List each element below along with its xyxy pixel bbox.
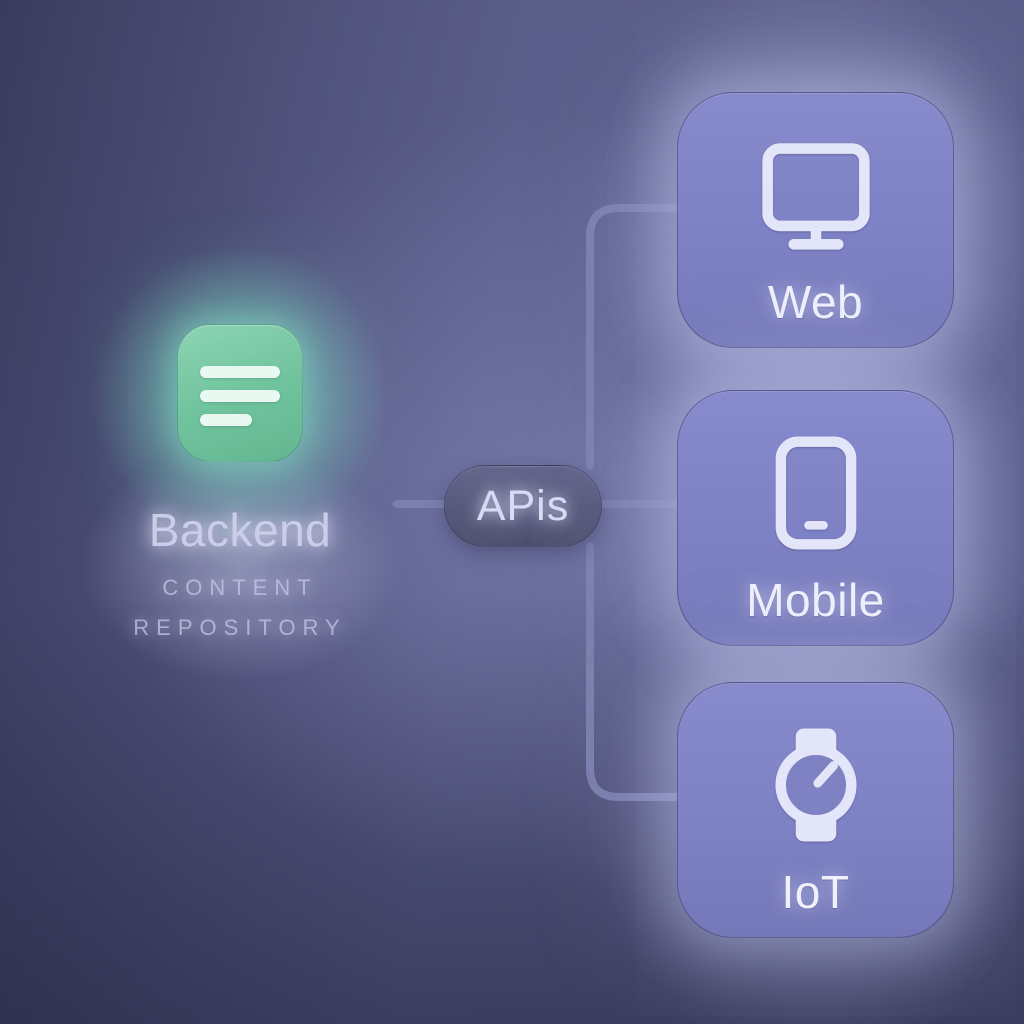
backend-sublabel-line1: CONTENT — [162, 575, 318, 600]
backend-node-sublabel: CONTENT REPOSITORY — [90, 568, 390, 648]
apis-hub-pill: APis — [444, 465, 602, 547]
target-card-iot: IoT — [677, 682, 954, 938]
target-label-iot: IoT — [781, 866, 850, 918]
target-card-web: Web — [677, 92, 954, 348]
smartphone-icon — [772, 417, 860, 569]
smartwatch-icon — [763, 709, 869, 861]
connector-hub-web — [586, 204, 682, 470]
connector-hub-iot — [586, 542, 682, 801]
backend-node-label: Backend — [148, 504, 332, 556]
target-label-web: Web — [767, 276, 864, 328]
target-label-mobile: Mobile — [746, 574, 885, 626]
backend-sublabel-line2: REPOSITORY — [133, 615, 347, 640]
monitor-icon — [758, 119, 874, 271]
apis-hub-label: APis — [476, 481, 570, 530]
target-card-mobile: Mobile — [677, 390, 954, 646]
backend-node-icon — [177, 324, 303, 462]
